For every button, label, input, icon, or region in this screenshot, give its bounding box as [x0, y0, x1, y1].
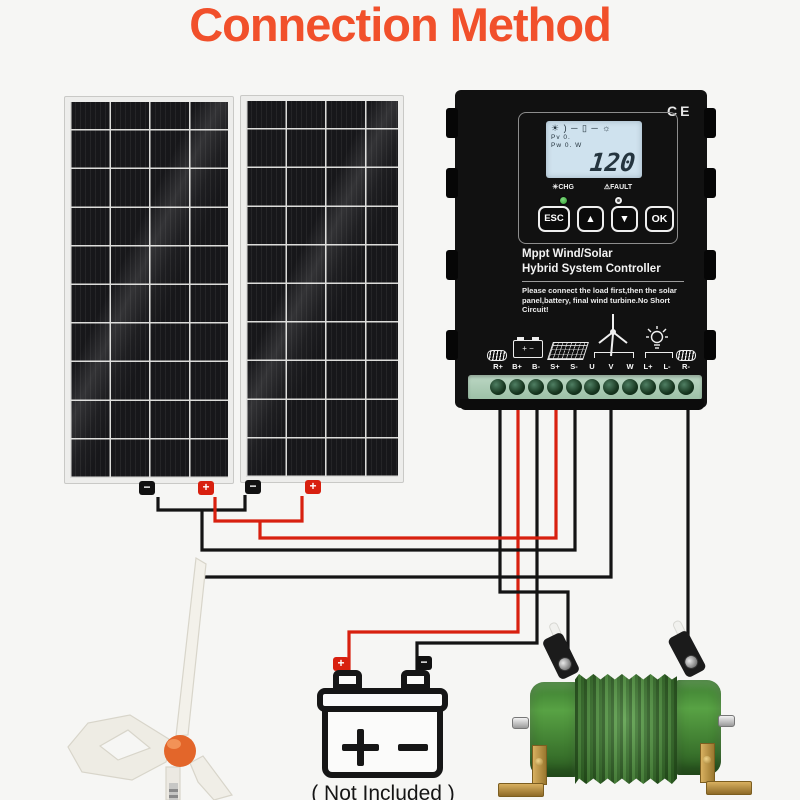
down-button[interactable]: ▼: [611, 206, 638, 232]
load-resistor-plus-wire: [498, 409, 570, 660]
pv-value: 0.: [563, 134, 571, 141]
terminal-screw[interactable]: [509, 379, 525, 395]
front-panel-frame: [518, 112, 678, 244]
terminal-screw[interactable]: [622, 379, 638, 395]
turbine-tail: [67, 714, 173, 781]
solar-cells: [70, 102, 228, 478]
panel1-plus-badge: +: [198, 481, 214, 495]
axle-bolt-left: [512, 717, 529, 729]
terminal-screw[interactable]: [566, 379, 582, 395]
bracket-rivet: [703, 756, 711, 764]
battery-body: [322, 706, 443, 778]
axle-bolt-right: [718, 715, 735, 727]
product-name-line2: Hybrid System Controller: [522, 263, 661, 275]
up-button[interactable]: ▲: [577, 206, 604, 232]
terminal-screw[interactable]: [640, 379, 656, 395]
chg-led: [559, 196, 568, 205]
bulb-icon: [646, 326, 668, 349]
lcd-icon-row: ☀ ) ─ ▯ ─ ☼: [551, 123, 612, 133]
terminal-label: B-: [532, 362, 540, 371]
warning-text: Please connect the load first,then the s…: [522, 286, 677, 315]
wind-turbine: [67, 557, 234, 800]
lcd-display: ☀ ) ─ ▯ ─ ☼ Pv 0. Pw 0. W 120: [546, 121, 642, 178]
lug-screw: [555, 654, 575, 674]
uvw-bracket: [594, 352, 634, 358]
plus-symbol: [357, 729, 364, 766]
chg-label: ☀CHG: [552, 184, 574, 191]
terminal-screw[interactable]: [528, 379, 544, 395]
pw-value: 0.: [564, 141, 573, 149]
panel1-minus-badge: −: [139, 481, 155, 495]
mount-tab: [704, 168, 716, 198]
terminal-label: L+: [643, 362, 653, 371]
terminal-screw[interactable]: [678, 379, 694, 395]
solar-panel-1: [64, 96, 234, 484]
wind-turbine-wire: [203, 409, 613, 579]
solar-positive-wire: [213, 409, 558, 540]
panel2-plus-badge: +: [305, 480, 321, 494]
battery-minus-badge: −: [416, 656, 432, 670]
terminal-label: S-: [570, 362, 578, 371]
mount-tab: [446, 250, 458, 280]
solar-negative-wire: [156, 409, 577, 552]
esc-button[interactable]: ESC: [538, 206, 570, 232]
battery-icon: + −: [513, 337, 543, 358]
bracket-foot-right: [706, 781, 752, 795]
battery-post-right: [401, 670, 430, 690]
bracket-foot-left: [498, 783, 544, 797]
turbine-hub: [164, 735, 196, 767]
mount-tab: [446, 168, 458, 198]
pw-unit: W: [575, 141, 583, 149]
terminal-screw[interactable]: [584, 379, 600, 395]
battery-plus-badge: +: [333, 657, 349, 671]
resistor-icon: [487, 350, 507, 361]
terminal-label: R+: [493, 362, 503, 371]
solar-cells: [246, 101, 398, 477]
lug-screw: [681, 652, 701, 672]
terminal-screw[interactable]: [659, 379, 675, 395]
pw-label: Pw: [551, 141, 563, 149]
terminal-label: V: [608, 362, 614, 371]
resistor-icon: [676, 350, 696, 361]
mount-tab: [704, 250, 716, 280]
load-bracket: [645, 352, 673, 358]
lcd-main-value: 120: [588, 148, 637, 177]
product-name-line1: Mppt Wind/Solar: [522, 248, 613, 260]
battery-post-left: [333, 670, 362, 690]
turbine-blade-down: [189, 755, 234, 800]
terminal-label: U: [589, 362, 595, 371]
ok-button[interactable]: OK: [645, 206, 674, 232]
terminal-screw[interactable]: [490, 379, 506, 395]
terminal-label: R-: [682, 362, 690, 371]
terminal-label: L-: [663, 362, 671, 371]
panel2-minus-badge: −: [245, 480, 261, 494]
fault-led: [614, 196, 623, 205]
solar-panel-2: [240, 95, 404, 483]
bracket-rivet: [535, 758, 543, 766]
terminal-label: B+: [512, 362, 522, 371]
battery-caption: ( Not Included ): [311, 782, 455, 800]
terminal-label: W: [626, 362, 634, 371]
turbine-blade-up: [175, 557, 207, 737]
pv-label: Pv: [551, 134, 561, 141]
solar-panel-icon: [547, 342, 589, 360]
battery-positive-wire: [347, 409, 520, 673]
button-row: ESC ▲ ▼ OK: [538, 206, 674, 232]
mount-tab: [446, 108, 458, 138]
page-title: Connection Method: [189, 0, 612, 52]
product-name: Mppt Wind/Solar Hybrid System Controller: [522, 247, 661, 277]
mount-tab: [446, 330, 458, 360]
controller-bottom-edge: [460, 399, 704, 410]
minus-symbol: [398, 744, 428, 751]
mount-tab: [704, 330, 716, 360]
terminal-screw[interactable]: [603, 379, 619, 395]
hybrid-controller: CE ☀ ) ─ ▯ ─ ☼ Pv 0. Pw 0. W 120 ☀CHG ⚠F…: [446, 90, 716, 410]
resistor-ribbed-body: [575, 674, 677, 784]
mount-tab: [704, 108, 716, 138]
terminal-screw[interactable]: [547, 379, 563, 395]
divider-line: [522, 281, 684, 282]
fault-label: ⚠FAULT: [603, 184, 633, 191]
terminal-label: S+: [550, 362, 560, 371]
